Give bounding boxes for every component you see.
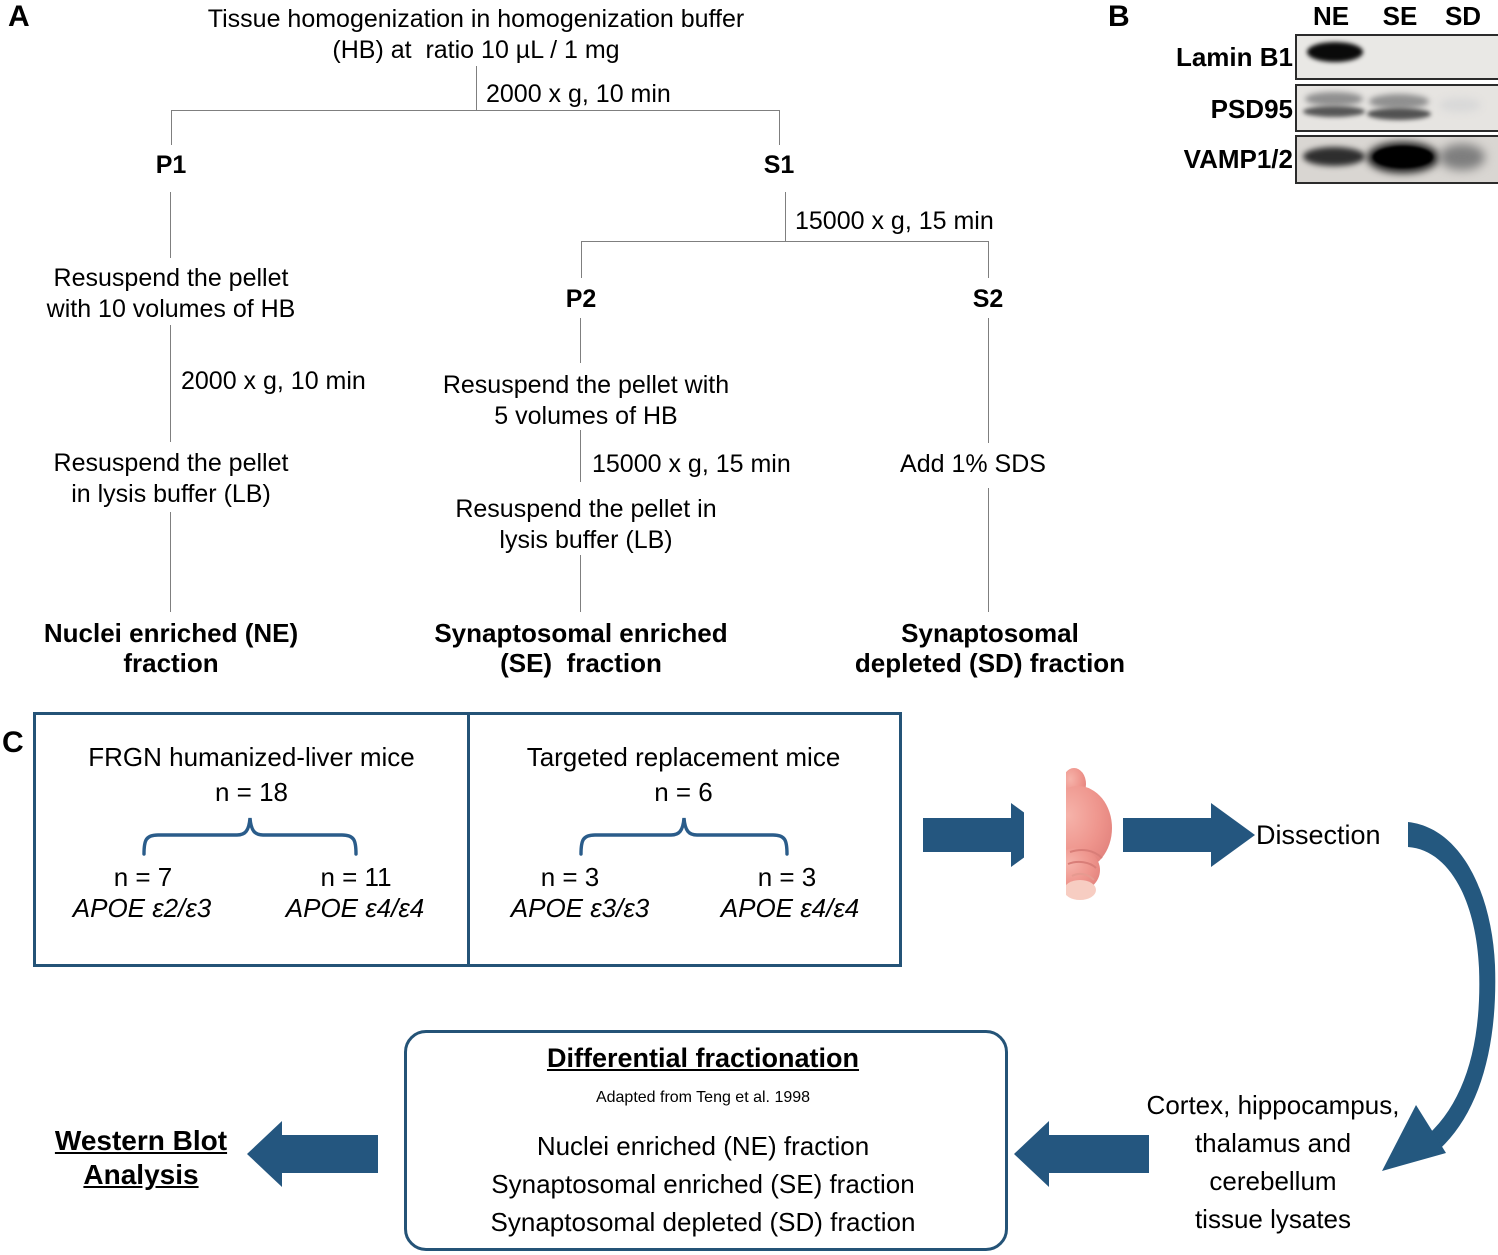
p1-spin-label: 2000 x g, 10 min (181, 367, 366, 395)
node-p1: P1 (155, 151, 187, 179)
panel-b-label: B (1108, 0, 1130, 33)
flow-line (988, 318, 989, 443)
dissection-label: Dissection (1256, 820, 1381, 850)
flow-line (581, 241, 582, 278)
group-box-frgn (33, 712, 470, 967)
fractionation-box (404, 1030, 1008, 1251)
flow-line (171, 110, 780, 111)
lane-header-se: SE (1382, 1, 1418, 31)
se-fraction-label: Synaptosomal enriched (SE) fraction (434, 618, 728, 678)
group1-n: n = 18 (214, 777, 288, 807)
blot-box-1 (1295, 84, 1498, 132)
flow-line (988, 241, 989, 278)
panel-c-label: C (2, 726, 24, 759)
panel-a-title: Tissue homogenization in homogenization … (207, 5, 745, 64)
group2-sub1-genotype: APOE ε3/ε3 (510, 893, 650, 923)
flow-line (170, 192, 171, 258)
blot-band-sd (1439, 144, 1485, 170)
group1-title: FRGN humanized-liver mice (88, 742, 415, 772)
group1-brace (142, 817, 358, 856)
blot-band-ne (1307, 42, 1363, 62)
flow-line (170, 430, 171, 442)
arrow-to-brain (923, 818, 1011, 852)
node-s2: S2 (972, 285, 1004, 313)
blot-row-label-lamin-b1: Lamin B1 (1175, 42, 1293, 72)
group1-sub2-genotype: APOE ε4/ε4 (285, 893, 425, 923)
flow-line (580, 555, 581, 612)
sd-fraction-label: Synaptosomal depleted (SD) fraction (854, 618, 1126, 678)
group2-sub1-n: n = 3 (540, 862, 600, 892)
western-blot-label: Western Blot Analysis (54, 1125, 228, 1190)
blot-band-se (1373, 146, 1433, 168)
fractionation-lines: Nuclei enriched (NE) fraction Synaptosom… (490, 1131, 916, 1237)
s2-step: Add 1% SDS (900, 450, 1046, 478)
lane-header-ne: NE (1312, 1, 1350, 31)
group2-brace (579, 817, 789, 856)
blot-band-ne (1303, 147, 1365, 166)
arrow-to-dissection-head (1211, 803, 1255, 867)
flow-line (581, 241, 989, 242)
ne-fraction-label: Nuclei enriched (NE) fraction (43, 618, 299, 678)
blot-box-0 (1295, 34, 1498, 80)
arrow-to-fractionation (1049, 1135, 1149, 1173)
blot-box-2 (1295, 135, 1498, 184)
flow-line (785, 192, 786, 241)
group2-title: Targeted replacement mice (526, 742, 841, 772)
group1-sub1-genotype: APOE ε2/ε3 (72, 893, 212, 923)
lane-header-sd: SD (1444, 1, 1482, 31)
flow-line (580, 318, 581, 363)
p1-step2: Resuspend the pellet in lysis buffer (LB… (53, 449, 289, 508)
flow-line (779, 110, 780, 145)
arrow-to-dissection (1123, 818, 1211, 852)
spin-top-label: 2000 x g, 10 min (486, 80, 671, 108)
blot-row-label-vamp12: VAMP1/2 (1183, 144, 1293, 174)
p2-step2: Resuspend the pellet in lysis buffer (LB… (455, 495, 717, 554)
arrow-to-western (282, 1135, 378, 1173)
group1-sub1-n: n = 7 (113, 862, 173, 892)
curved-arrow (1382, 822, 1496, 1171)
arrow-to-fractionation-head (1014, 1121, 1049, 1187)
group-box-targeted (467, 712, 902, 967)
group2-sub2-n: n = 3 (757, 862, 817, 892)
fractionation-title: Differential fractionation (546, 1043, 860, 1073)
blot-band-se (1367, 108, 1431, 120)
blot-band-sd (1439, 98, 1481, 112)
node-p2: P2 (565, 285, 597, 313)
group2-sub2-genotype: APOE ε4/ε4 (720, 893, 860, 923)
flow-line (171, 110, 172, 145)
p2-step1: Resuspend the pellet with 5 volumes of H… (442, 371, 730, 430)
flow-line (170, 325, 171, 430)
node-s1: S1 (763, 151, 795, 179)
s1-spin-label: 15000 x g, 15 min (795, 207, 994, 235)
p2-spin-label: 15000 x g, 15 min (592, 450, 791, 478)
blot-band-ne (1303, 106, 1365, 117)
blot-band-ne (1305, 92, 1363, 106)
p1-step1: Resuspend the pellet with 10 volumes of … (46, 264, 296, 323)
group1-sub2-n: n = 11 (320, 862, 392, 892)
blot-row-label-psd95: PSD95 (1210, 94, 1293, 124)
fractionation-subtitle: Adapted from Teng et al. 1998 (595, 1089, 811, 1106)
arrow-to-western-head (247, 1121, 282, 1187)
flow-line (580, 430, 581, 482)
flow-line (476, 66, 477, 110)
group2-n: n = 6 (654, 777, 713, 807)
flow-line (170, 512, 171, 612)
brain-icon (1024, 766, 1112, 900)
panel-a-label: A (8, 0, 30, 33)
flow-line (988, 488, 989, 612)
tissue-lysates-label: Cortex, hippocampus, thalamus and cerebe… (1146, 1090, 1400, 1234)
blot-band-se (1369, 94, 1429, 109)
